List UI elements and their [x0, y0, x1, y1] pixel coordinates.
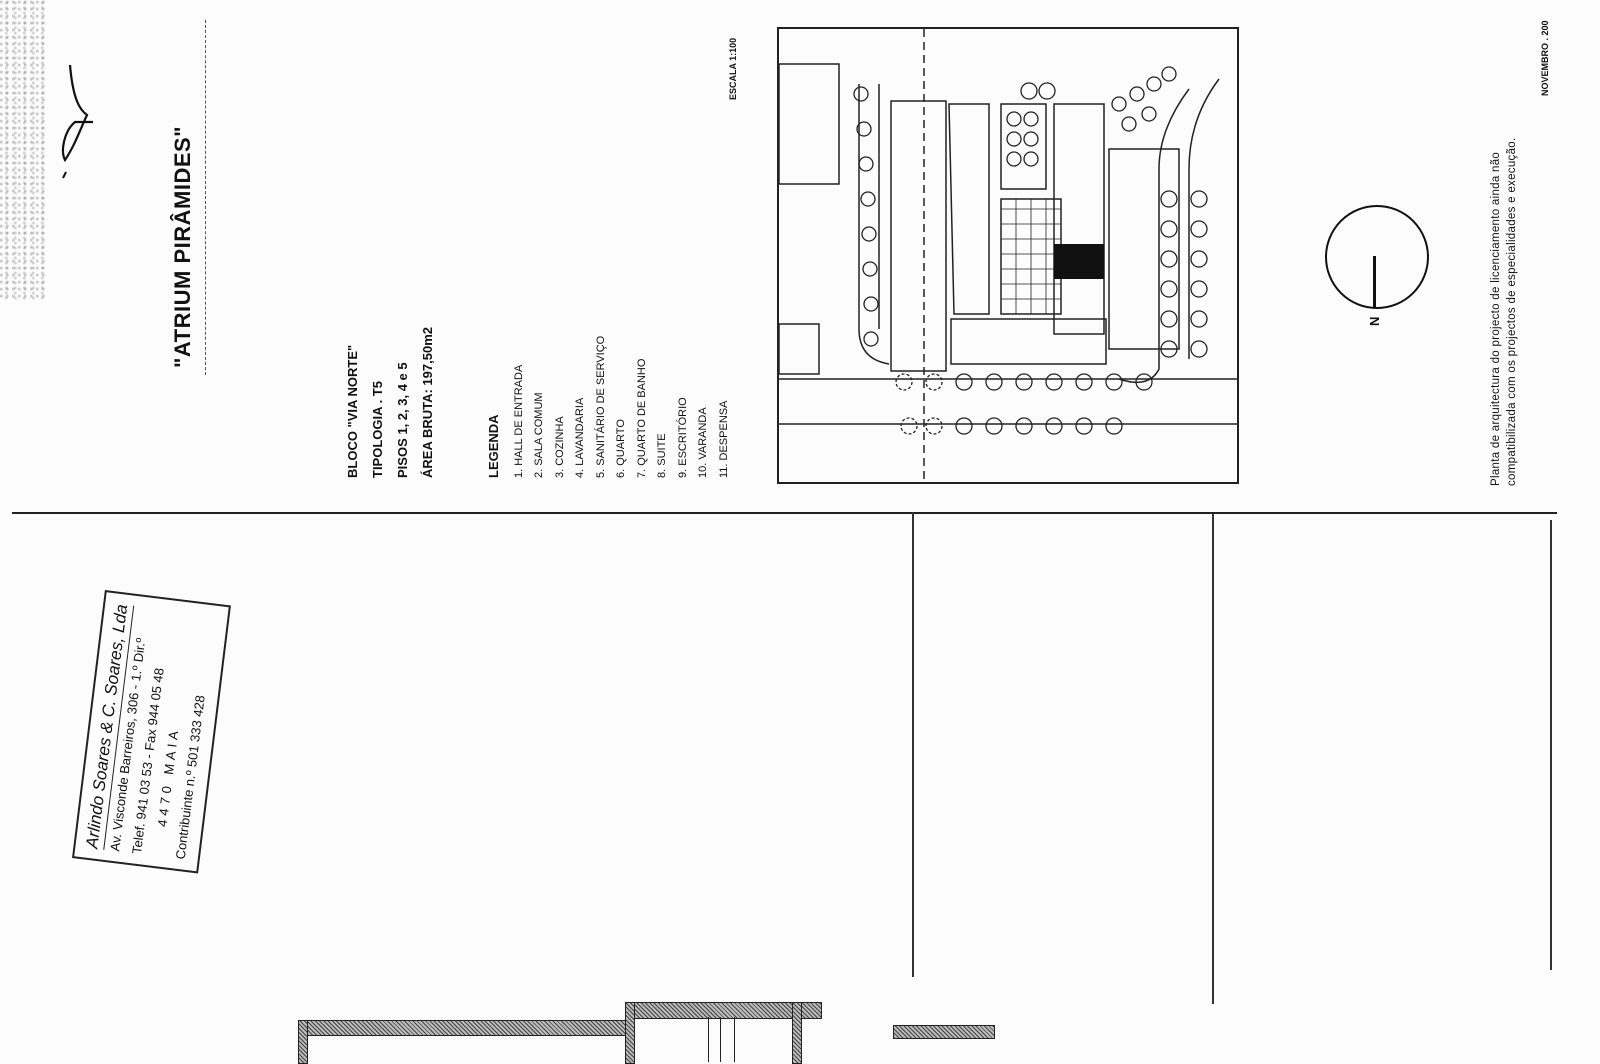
legend-item: 9. ESCRITÓRIO — [676, 397, 689, 478]
block-name: BLOCO "VIA NORTE" — [345, 344, 360, 478]
signature — [61, 64, 93, 179]
floorplan-line — [720, 1017, 721, 1062]
note-line: compatibilizada com os projectos de espe… — [1506, 137, 1518, 486]
compass-label: N — [1367, 316, 1382, 326]
typology: TIPOLOGIA . T5 — [370, 380, 385, 478]
legend-item: 6. QUARTO — [615, 419, 627, 478]
north-arrow-icon — [1373, 256, 1376, 307]
legend: LEGENDA 1. HALL DE ENTRADA 2. SALA COMUM… — [484, 336, 734, 478]
legend-item: 2. SALA COMUM — [533, 392, 545, 478]
floorplan-wall — [625, 1002, 635, 1064]
legend-item: 8. SUITE — [656, 433, 668, 478]
floorplan-wall — [893, 1025, 995, 1039]
legend-item: 5. SANITÁRIO DE SERVIÇO — [594, 335, 607, 478]
legend-item: 1. HALL DE ENTRADA — [512, 364, 525, 478]
floorplan-wall — [298, 1020, 630, 1036]
legend-title: LEGENDA — [486, 414, 501, 478]
floorplan-line — [708, 1017, 709, 1062]
legend-item: 10. VARANDA — [697, 407, 709, 478]
legend-item: 11. DESPENSA — [717, 400, 730, 478]
company-stamp: Arlindo Soares & C. Soares, Lda Av. Visc… — [72, 590, 231, 874]
north-compass — [1325, 205, 1429, 309]
legend-item: 4. LAVANDARIA — [574, 397, 586, 478]
gross-area: ÁREA BRUTA: 197,50m2 — [420, 327, 435, 478]
block-info: BLOCO "VIA NORTE" TIPOLOGIA . T5 PISOS 1… — [340, 327, 440, 478]
frame-line — [1212, 514, 1214, 1004]
site-plan — [777, 27, 1239, 484]
note-line: Planta de arquitectura do projecto de li… — [1490, 151, 1502, 486]
frame-line — [1550, 520, 1552, 970]
date-label: NOVEMBRO . 200 — [1540, 20, 1550, 96]
sheet-divider — [12, 512, 1557, 514]
floorplan-line — [734, 1017, 735, 1062]
site-plan-drawing — [779, 29, 1237, 482]
legend-item: 7. QUARTO DE BANHO — [635, 358, 648, 478]
floors: PISOS 1, 2, 3, 4 e 5 — [395, 362, 410, 478]
frame-dash — [205, 20, 206, 375]
floorplan-wall — [792, 1002, 802, 1064]
floorplan-wall — [298, 1020, 308, 1064]
scale-label: ESCALA 1:100 — [728, 37, 738, 100]
project-title: "ATRIUM PIRÂMIDES" — [170, 125, 195, 368]
scan-noise — [0, 0, 45, 300]
frame-line — [912, 512, 914, 977]
legend-item: 3. COZINHA — [553, 416, 566, 478]
disclaimer-note: Planta de arquitectura do projecto de li… — [1488, 138, 1520, 486]
